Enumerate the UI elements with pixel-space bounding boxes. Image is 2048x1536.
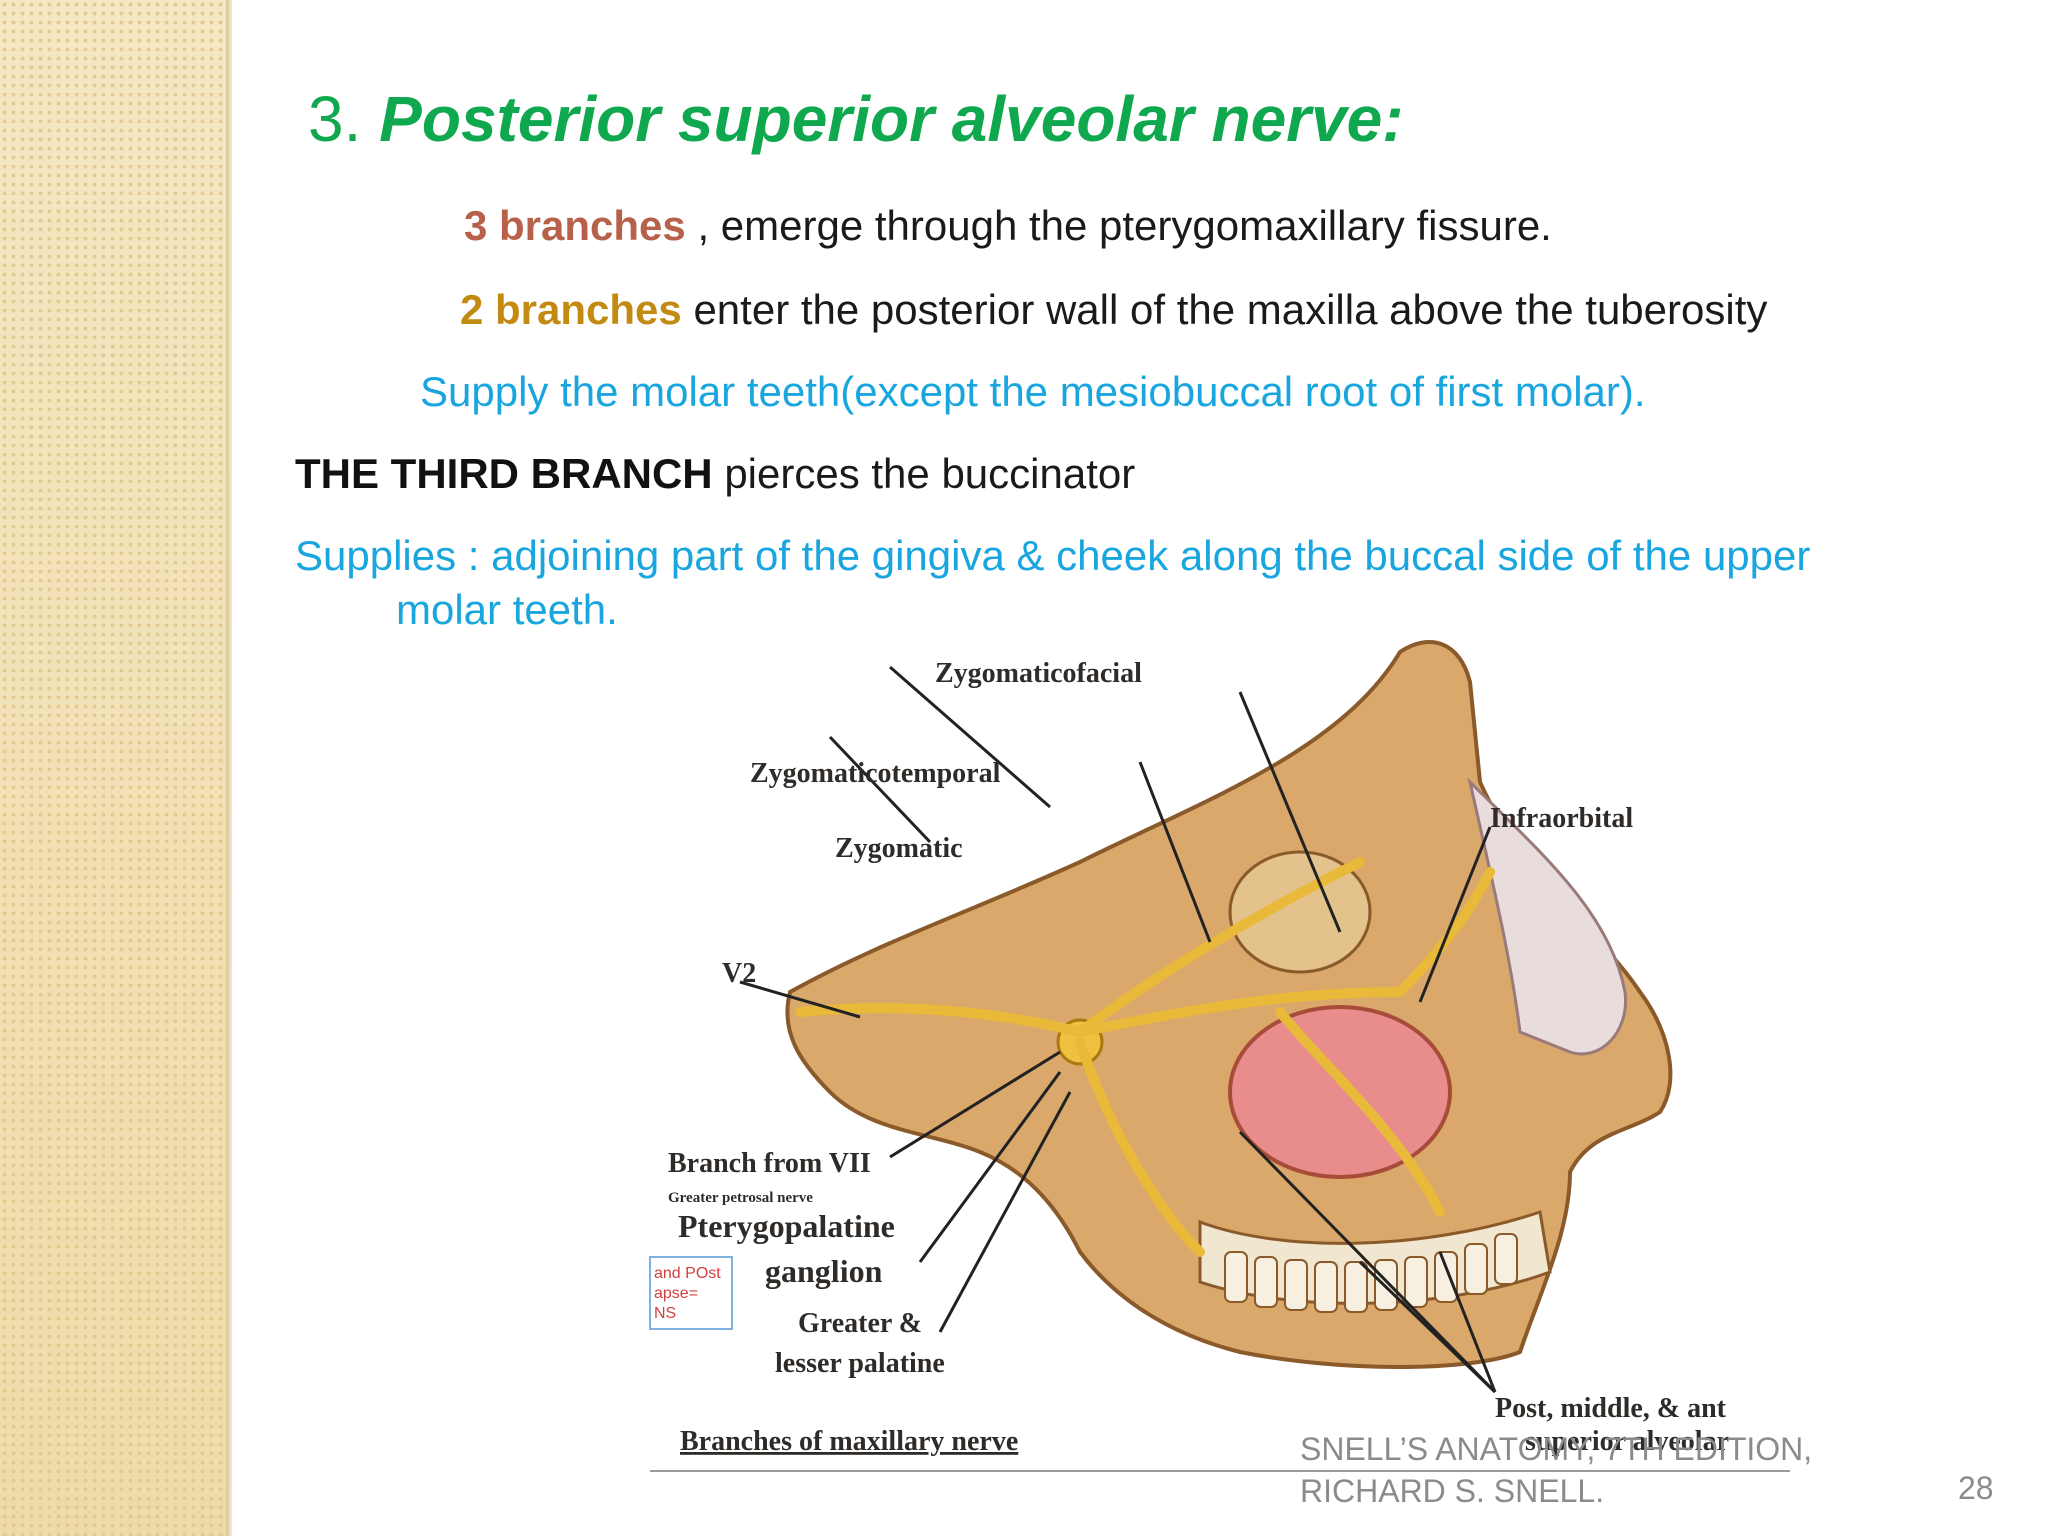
page-number: 28 xyxy=(1958,1470,1994,1506)
title-text: Posterior superior alveolar nerve: xyxy=(379,83,1404,155)
label-infraorbital: Infraorbital xyxy=(1490,803,1633,834)
citation: SNELL’S ANATOMY, 7TH EDITION, RICHARD S.… xyxy=(1300,1428,1812,1512)
label-zygomatic: Zygomatic xyxy=(835,833,963,864)
text-line-2: 2 branches enter the posterior wall of t… xyxy=(460,286,1767,334)
label-branch-from-vii: Branch from VII xyxy=(668,1148,871,1179)
label-ganglion: ganglion xyxy=(765,1253,883,1289)
footer-rule xyxy=(650,1470,1790,1472)
nose-tissue xyxy=(1467,777,1628,1056)
text-line-1: 3 branches , emerge through the pterygom… xyxy=(464,202,1552,250)
pointer-lines xyxy=(739,665,1497,1394)
label-greater-lesser-1: Greater & xyxy=(798,1308,922,1339)
text-line-4: THE THIRD BRANCH pierces the buccinator xyxy=(295,450,1135,498)
maxillary-nerve-figure: Zygomaticofacial Zygomaticotemporal Zygo… xyxy=(640,612,1920,1482)
citation-line-2: RICHARD S. SNELL. xyxy=(1300,1473,1605,1509)
label-post-middle-ant-2: superior alveolar xyxy=(1525,1426,1729,1457)
figure-caption: Branches of maxillary nerve xyxy=(680,1426,1018,1457)
nerve-branches xyxy=(795,857,1495,1257)
label-greater-petrosal: Greater petrosal nerve xyxy=(668,1190,813,1206)
label-greater-lesser-2: lesser palatine xyxy=(775,1348,945,1379)
text-line-6: molar teeth. xyxy=(396,586,618,633)
line4-rest: pierces the buccinator xyxy=(712,450,1136,497)
teeth xyxy=(1224,1233,1518,1313)
note-line-3: NS xyxy=(654,1305,676,1322)
two-branches-highlight: 2 branches xyxy=(460,286,682,333)
text-line-5: Supplies : adjoining part of the gingiva… xyxy=(295,532,1811,579)
text-line-3: Supply the molar teeth(except the mesiob… xyxy=(420,368,1646,415)
side-strip-edge xyxy=(226,0,232,1536)
orbit xyxy=(1228,850,1372,974)
label-zygomaticotemporal: Zygomaticotemporal xyxy=(750,758,1001,789)
line2-rest: enter the posterior wall of the maxilla … xyxy=(681,286,1768,333)
label-zygomaticofacial: Zygomaticofacial xyxy=(935,658,1142,689)
citation-line-1: SNELL’S ANATOMY, 7TH EDITION, xyxy=(1300,1431,1813,1467)
slide-title: 3. Posterior superior alveolar nerve: xyxy=(308,82,1404,156)
maxillary-sinus xyxy=(1228,1005,1452,1179)
decorative-side-strip xyxy=(0,0,226,1536)
third-branch-bold: THE THIRD BRANCH xyxy=(295,450,713,497)
label-post-middle-ant-1: Post, middle, & ant xyxy=(1495,1393,1727,1424)
three-branches-highlight: 3 branches xyxy=(464,202,686,249)
anatomy-illustration: Zygomaticofacial Zygomaticotemporal Zygo… xyxy=(649,640,1729,1457)
line1-rest: , emerge through the pterygomaxillary fi… xyxy=(685,202,1552,249)
title-number: 3. xyxy=(308,83,362,155)
note-line-1: and POst xyxy=(654,1265,721,1282)
note-line-2: apse= xyxy=(654,1285,698,1302)
label-pterygopalatine: Pterygopalatine xyxy=(678,1208,895,1244)
note-box xyxy=(649,1256,733,1330)
label-v2: V2 xyxy=(722,958,756,989)
